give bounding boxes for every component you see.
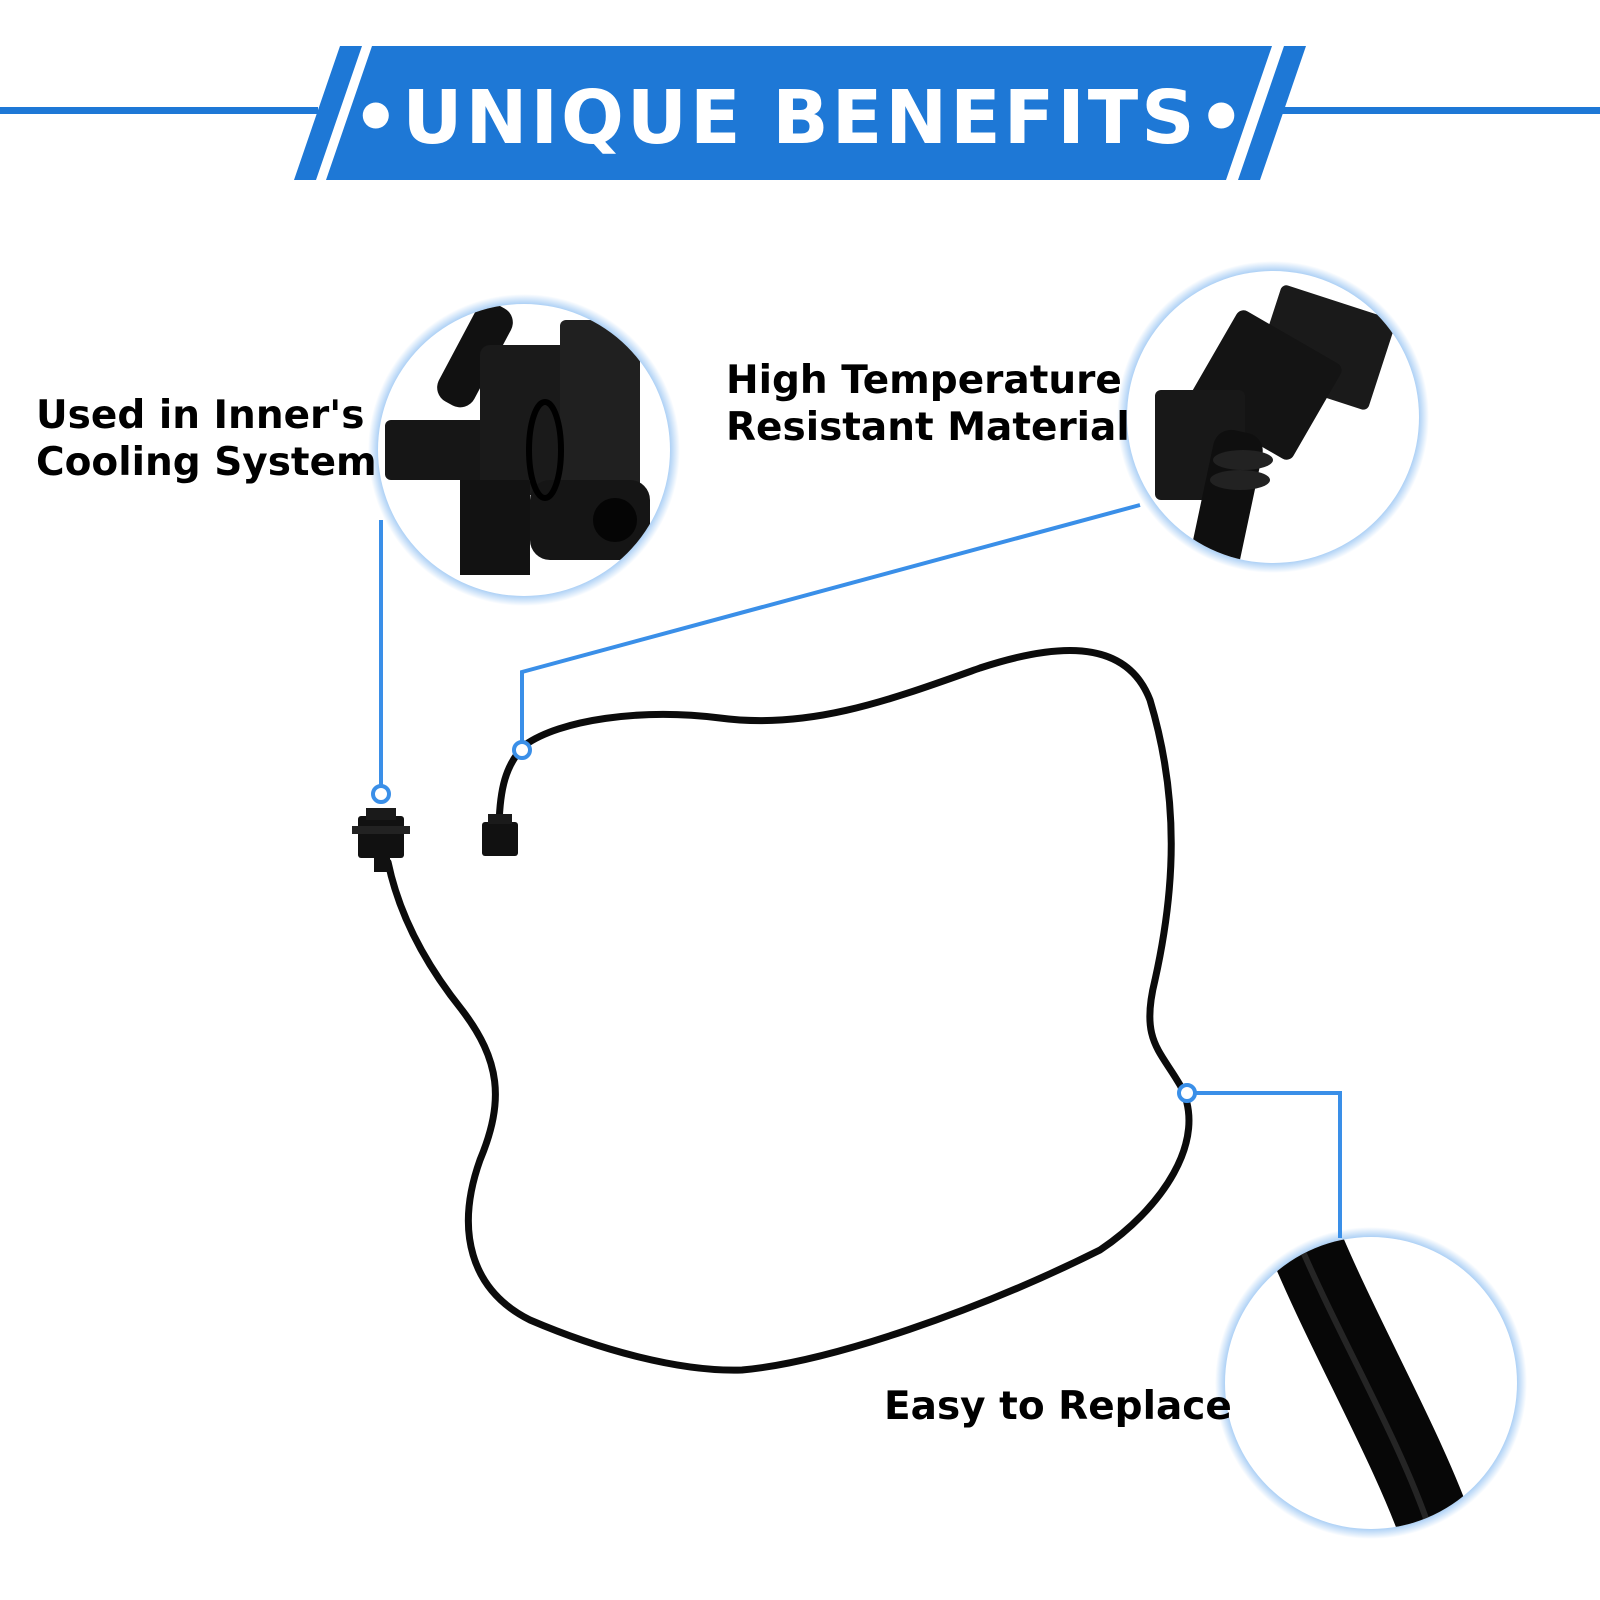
feature-label-easy-replace: Easy to Replace bbox=[884, 1383, 1232, 1430]
header-stripe-right bbox=[1238, 46, 1306, 180]
callout-line-replace bbox=[1190, 1091, 1342, 1238]
zoom-circle-replace bbox=[1215, 1227, 1527, 1539]
callout-lines bbox=[379, 503, 1342, 1238]
zoom-circle-cooling bbox=[368, 294, 680, 606]
feature-label-line: Easy to Replace bbox=[884, 1384, 1232, 1429]
header-rule-left bbox=[0, 107, 318, 114]
feature-label-line: Cooling System bbox=[36, 440, 377, 485]
left-connector bbox=[352, 808, 410, 872]
header-stripe-left bbox=[294, 46, 362, 180]
header-rule-right bbox=[1282, 107, 1600, 114]
feature-label-line: Used in Inner's bbox=[36, 393, 365, 438]
feature-label-high-temperature: High Temperature Resistant Material bbox=[726, 357, 1130, 451]
header-banner bbox=[0, 46, 1600, 180]
coolant-hose bbox=[384, 647, 1193, 1374]
anchor-dot-replace bbox=[1177, 1083, 1197, 1103]
feature-label-line: Resistant Material bbox=[726, 405, 1130, 450]
anchor-dots bbox=[371, 740, 1197, 1103]
anchor-dot-temperature bbox=[512, 740, 532, 760]
zoom-circle-temperature bbox=[1117, 261, 1429, 573]
feature-label-cooling-system: Used in Inner's Cooling System bbox=[36, 392, 377, 486]
page-title: •UNIQUE BENEFITS• bbox=[352, 75, 1248, 161]
feature-label-line: High Temperature bbox=[726, 358, 1122, 403]
callout-line-temperature bbox=[520, 503, 1141, 750]
header-band bbox=[326, 46, 1272, 180]
right-connector bbox=[482, 814, 518, 856]
anchor-dot-cooling bbox=[371, 784, 391, 804]
